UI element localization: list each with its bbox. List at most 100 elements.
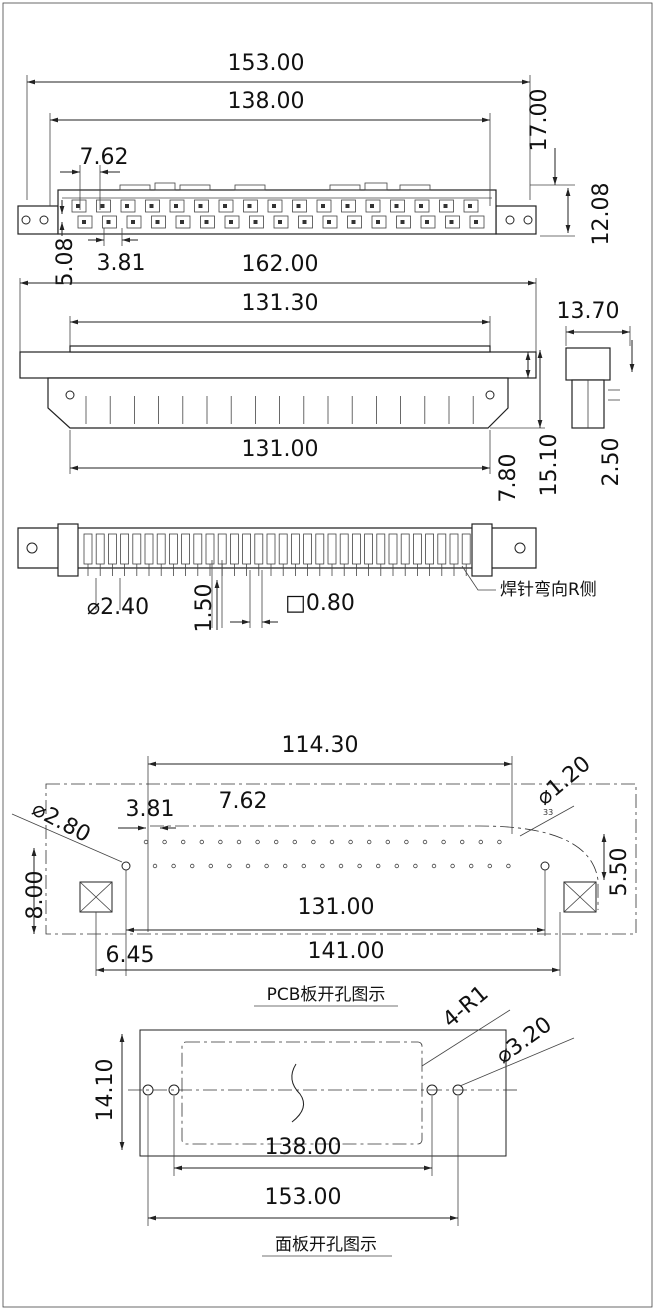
front-contact — [218, 199, 234, 213]
pcb-hole — [199, 839, 204, 845]
bottom-view: ⌀2.40 1.50 □0.80 焊针弯向R侧 — [17, 523, 597, 633]
front-contact-dot — [376, 220, 380, 224]
dim-2-80: ⌀2.80 — [28, 797, 95, 848]
pcb-hole — [338, 863, 344, 869]
dim-6-45: 6.45 — [106, 943, 155, 968]
front-contact — [96, 199, 111, 213]
pcb-hole — [487, 863, 492, 869]
pcb-hole — [274, 839, 279, 845]
front-contact-dot — [247, 204, 252, 208]
dim-153-top: 153.00 — [228, 51, 305, 76]
dim-7-80: 7.80 — [496, 454, 521, 503]
front-contact-dot — [296, 204, 301, 208]
front-contact-dot — [198, 204, 203, 208]
pcb-hole — [385, 839, 390, 845]
front-contact-dot — [278, 220, 282, 224]
bend-side-label: 焊针弯向R侧 — [500, 580, 597, 600]
pcb-cutout-view: 114.30 ⌀2.80 ⌀1.20 33 3.81 7.62 8.00 5.5… — [11, 733, 637, 1007]
pcb-hole — [218, 839, 223, 845]
pcb-hole — [162, 839, 167, 845]
front-contact — [463, 199, 479, 213]
pcb-hole — [357, 863, 362, 869]
front-contact-dot — [149, 204, 154, 208]
dim-7-62-top: 7.62 — [80, 145, 129, 170]
front-contact — [77, 215, 93, 229]
dim-0-80: □0.80 — [285, 591, 355, 616]
front-contact — [249, 215, 264, 229]
dim-114-30: 114.30 — [282, 733, 359, 758]
panel-cutout-view: 4-R1 ⌀3.20 14.10 138.00 153.00 面板开孔图示 — [93, 981, 575, 1257]
front-contact-dot — [394, 204, 399, 208]
front-contact-dot — [327, 220, 331, 224]
pcb-hole — [460, 839, 465, 845]
pcb-hole — [208, 863, 213, 869]
pcb-hole — [292, 839, 297, 845]
left-flange — [17, 205, 59, 235]
front-contact — [145, 199, 160, 213]
pcb-hole — [311, 839, 316, 845]
front-contact-dot — [253, 220, 258, 224]
pcb-hole — [450, 863, 455, 869]
front-contact — [267, 199, 283, 213]
dim-12-08: 12.08 — [589, 183, 614, 246]
front-contact — [175, 215, 191, 229]
pcb-hole — [329, 839, 335, 845]
front-contact-dot — [100, 204, 105, 208]
pcb-hole — [171, 863, 176, 869]
front-contact — [194, 199, 209, 213]
front-contact — [316, 199, 332, 213]
panel-caption: 面板开孔图示 — [275, 1235, 377, 1255]
front-contact — [200, 215, 215, 229]
pcb-hole — [255, 839, 260, 845]
pcb-hole — [478, 839, 483, 845]
pcb-hole — [301, 863, 306, 869]
front-contact-dot — [425, 220, 429, 224]
dim-3-20: ⌀3.20 — [492, 1012, 557, 1069]
pcb-hole — [367, 839, 372, 845]
front-contact-dot — [204, 220, 209, 224]
front-contact-dot — [321, 204, 325, 208]
front-contact-dot — [443, 204, 448, 208]
dim-7-62-pcb: 7.62 — [219, 789, 268, 814]
front-contact — [120, 199, 136, 213]
front-contact-dot — [229, 220, 233, 224]
pcb-hole — [227, 863, 232, 869]
pcb-hole — [180, 839, 186, 845]
pcb-caption: PCB板开孔图示 — [267, 985, 386, 1005]
front-contact-dot — [125, 204, 129, 208]
front-contact — [365, 199, 381, 213]
front-contact-dot — [76, 204, 80, 208]
dim-17: 17.00 — [527, 89, 552, 152]
front-contact — [298, 215, 313, 229]
front-contact-dot — [468, 204, 472, 208]
front-contact — [151, 215, 166, 229]
front-contact-dot — [302, 220, 307, 224]
dim-141: 141.00 — [308, 939, 385, 964]
front-contact — [414, 199, 430, 213]
pcb-hole — [431, 863, 437, 869]
front-contact — [71, 199, 87, 213]
pcb-hole — [497, 839, 502, 845]
dim-1-50: 1.50 — [192, 584, 217, 633]
pcb-hole — [469, 863, 474, 869]
pin-33-label: 33 — [543, 808, 553, 817]
dim-3-81-top: 3.81 — [97, 251, 146, 276]
front-contact — [126, 215, 142, 229]
front-contact-dot — [223, 204, 227, 208]
front-contact-dot — [351, 220, 356, 224]
side-view: 162.00 131.30 131.00 7.80 15.10 13.70 2.… — [19, 252, 635, 503]
dim-131-side: 131.00 — [242, 437, 319, 462]
front-contact-dot — [174, 204, 178, 208]
front-contact — [292, 199, 307, 213]
front-contact — [371, 215, 387, 229]
pcb-hole — [422, 839, 428, 845]
pcb-hole — [264, 863, 269, 869]
dim-13-70: 13.70 — [557, 299, 620, 324]
front-contact-dot — [474, 220, 478, 224]
pcb-hole — [189, 863, 195, 869]
dim-138-top: 138.00 — [228, 89, 305, 114]
dim-138-panel: 138.00 — [265, 1135, 342, 1160]
dim-131-30: 131.30 — [242, 291, 319, 316]
pcb-hole — [506, 863, 511, 869]
front-contact — [396, 215, 411, 229]
